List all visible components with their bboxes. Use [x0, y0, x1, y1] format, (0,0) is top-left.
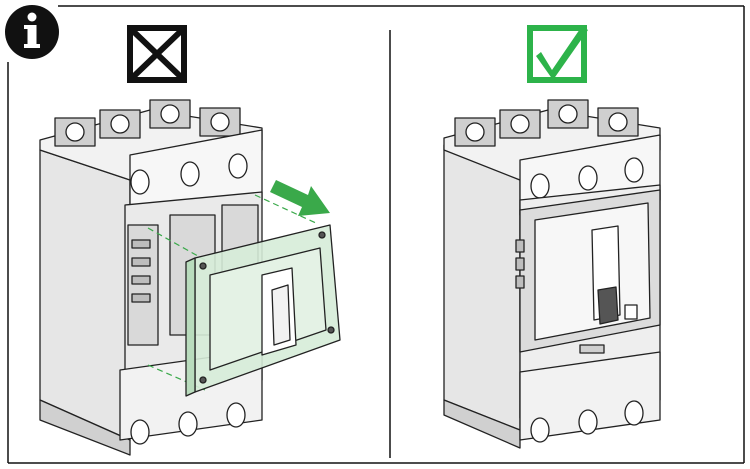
breaker-right [443, 99, 661, 449]
check-mark [536, 26, 588, 80]
front-cover [185, 224, 341, 397]
info-icon [5, 5, 59, 59]
removal-arrow [270, 180, 330, 216]
diagram-border [7, 5, 745, 464]
check-box-icon [527, 25, 587, 83]
cross-box-icon [127, 25, 187, 83]
